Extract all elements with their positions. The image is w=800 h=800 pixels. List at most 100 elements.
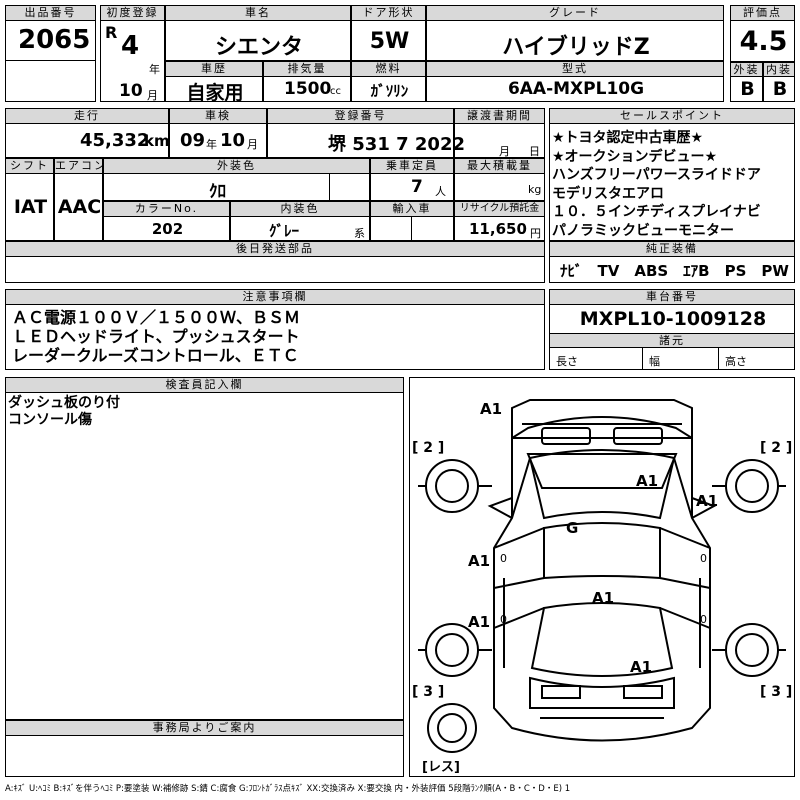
zero-mark: 0 (500, 613, 507, 626)
dimensions-header: 諸元 (549, 333, 795, 348)
shift-cell: IAT (5, 173, 54, 241)
interior-grade: B (772, 78, 788, 100)
int-color-cell: ｸﾞﾚｰ 系 (230, 216, 370, 241)
grade-cell: ハイブリッドZ (426, 20, 724, 61)
inspector-header: 検査員記入欄 (5, 377, 404, 393)
transfer-month-unit: 月 (499, 145, 510, 158)
genuine-cell: ﾅﾋﾞ TV ABS ｴｱB PS PW (549, 256, 795, 283)
score: 4.5 (739, 26, 788, 57)
history-header: 車歴 (165, 61, 263, 77)
damage-mark: A1 (636, 472, 659, 490)
recycle-unit: 円 (530, 227, 541, 240)
sales-point: ★オークションデビュー★ (552, 148, 718, 165)
car-name-cell: シエンタ (165, 20, 351, 61)
score-header: 評価点 (730, 5, 795, 21)
lot-no: 2065 (18, 25, 91, 55)
color-no: 202 (151, 220, 184, 238)
fuel-header: 燃料 (351, 61, 426, 77)
mileage-unit: km (144, 132, 170, 150)
first-reg-era: R (105, 23, 118, 42)
inspection-header: 車検 (169, 108, 267, 124)
displacement-cell: 1500 cc (263, 76, 351, 102)
later-parts-header: 後日発送部品 (5, 241, 545, 257)
door-type: 5W (369, 29, 410, 54)
damage-mark: A1 (592, 589, 615, 607)
chassis-cell: MXPL10-1009128 (549, 304, 795, 334)
office-header: 事務局よりご案内 (5, 720, 404, 736)
exterior-header: 外装 (730, 62, 763, 77)
int-color-unit: 系 (354, 227, 365, 240)
inspector-cell: ダッシュ板のり付 コンソール傷 (5, 392, 404, 720)
width-label: 幅 (649, 355, 660, 368)
zero-mark: 0 (500, 552, 507, 565)
displacement-unit: cc (330, 86, 341, 97)
chassis-header: 車台番号 (549, 289, 795, 305)
tires (418, 459, 786, 753)
sales-point: ハンズフリーパワースライドドア (552, 167, 761, 183)
height-cell: 高さ (718, 347, 795, 370)
interior-header: 内装 (763, 62, 795, 77)
notes-cell: ＡＣ電源１００Ｖ／１５００Ｗ、ＢＳＭ ＬＥＤヘッドライト、プッシュスタート レー… (5, 304, 545, 370)
length-cell: 長さ (549, 347, 643, 370)
lot-no-header: 出品番号 (5, 5, 96, 21)
import-header: 輸入車 (370, 201, 454, 217)
first-reg-month: 10 (119, 81, 143, 101)
history: 自家用 (186, 82, 244, 104)
int-color-header: 内装色 (230, 201, 370, 217)
genuine-equipment: ﾅﾋﾞ TV ABS ｴｱB PS PW (560, 262, 789, 280)
later-parts-cell (5, 256, 545, 283)
import-cell-a (370, 216, 412, 241)
tire-label-spare: [レス] (422, 760, 460, 775)
lot-no-cell: 2065 (5, 20, 96, 61)
mileage: 45,332 (80, 130, 150, 151)
sales-points-cell: ★トヨタ認定中古車歴★ ★オークションデビュー★ ハンズフリーパワースライドドア… (549, 123, 795, 241)
first-reg-month-unit: 月 (147, 89, 158, 102)
score-cell: 4.5 (730, 20, 795, 62)
displacement: 1500 (284, 79, 332, 99)
car-name: シエンタ (214, 35, 303, 60)
inspection-month-unit: 月 (247, 138, 258, 151)
sales-point: ★トヨタ認定中古車歴★ (552, 130, 704, 146)
aircon-cell: AAC (54, 173, 103, 241)
chassis-number: MXPL10-1009128 (579, 308, 767, 330)
max-load-unit: kg (528, 183, 542, 196)
zero-mark: 0 (700, 552, 707, 565)
lot-no-blank (5, 60, 96, 102)
zero-mark: 0 (700, 613, 707, 626)
capacity: 7 (411, 177, 423, 197)
inspector-note: ダッシュ板のり付 (8, 395, 120, 411)
note-line: ＡＣ電源１００Ｖ／１５００Ｗ、ＢＳＭ (12, 308, 301, 327)
sales-point: モデリスタエアロ (552, 185, 664, 202)
note-line: ＬＥＤヘッドライト、プッシュスタート (12, 327, 300, 346)
aircon: AAC (57, 196, 102, 218)
displacement-header: 排気量 (263, 61, 351, 77)
max-load-cell: kg (454, 173, 545, 201)
sales-point: １０．５インチディスプレイナビ (552, 204, 761, 220)
color-no-header: カラーNo. (103, 201, 230, 217)
shift-header: シフト (5, 158, 54, 174)
office-cell (5, 735, 404, 777)
grade: ハイブリッドZ (502, 35, 650, 60)
sales-points-header: セールスポイント (549, 108, 795, 124)
notes-list: ＡＣ電源１００Ｖ／１５００Ｗ、ＢＳＭ ＬＥＤヘッドライト、プッシュスタート レー… (12, 308, 300, 365)
inspection-year-unit: 年 (206, 138, 217, 151)
transfer-day-unit: 日 (529, 145, 540, 158)
color-no-cell: 202 (103, 216, 230, 241)
door-cell: 5W (351, 20, 426, 61)
history-cell: 自家用 (165, 76, 263, 104)
car-outline (487, 399, 717, 742)
tire-label-front-left: [ 2 ] (412, 440, 445, 456)
aircon-header: エアコン (54, 158, 103, 174)
sales-points-list: ★トヨタ認定中古車歴★ ★オークションデビュー★ ハンズフリーパワースライドドア… (552, 129, 761, 240)
exterior-grade: B (740, 78, 755, 100)
height-label: 高さ (725, 355, 747, 368)
tire-label-rear-right: [ 3 ] (760, 684, 793, 700)
inspector-notes: ダッシュ板のり付 コンソール傷 (8, 395, 120, 429)
recycle-header: リサイクル預託金 (454, 201, 545, 217)
genuine-header: 純正装備 (549, 241, 795, 257)
int-color: ｸﾞﾚｰ (269, 222, 300, 240)
model-code-cell: 6AA-MXPL10G (426, 76, 724, 102)
fuel: ｶﾞｿﾘﾝ (370, 82, 409, 100)
tire-label-rear-left: [ 3 ] (412, 684, 445, 700)
ext-color-cell: ｸﾛ (103, 173, 330, 202)
